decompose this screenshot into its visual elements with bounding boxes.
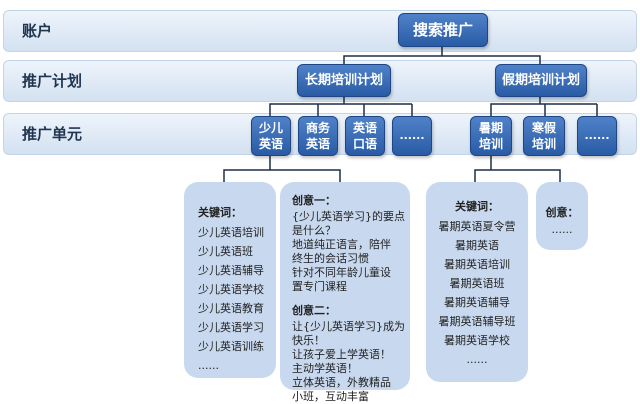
keyword-item: 少儿英语学习 — [198, 321, 264, 334]
unit-node-label: 少儿 英语 — [258, 121, 283, 151]
keyword-item: ...... — [198, 359, 219, 372]
keyword-item: 暑期英语辅导班 — [438, 315, 516, 328]
unit-node-children-english[interactable]: 少儿 英语 — [251, 116, 291, 156]
connector-summer-panels — [474, 156, 561, 182]
unit-node-spoken-english[interactable]: 英语 口语 — [345, 116, 385, 156]
unit-node-label: 暑期 培训 — [478, 121, 503, 151]
unit-node-label: 商务 英语 — [305, 121, 330, 151]
root-node-search-promotion[interactable]: 搜索推广 — [398, 13, 488, 47]
creative-title-2: 创意二： — [292, 304, 336, 317]
keyword-panel-summer-training: 关键词： 暑期英语夏令营 暑期英语 暑期英语培训 暑期英语班 暑期英语辅导 暑期… — [426, 182, 528, 382]
plan-node-holiday[interactable]: 假期培训计划 — [495, 64, 587, 97]
keyword-panel-title: 关键词： — [198, 206, 242, 219]
row-label-unit: 推广单元 — [22, 125, 83, 143]
creative-panel-children-english: 创意一： {少儿英语学习}的要点 是什么？ 地道纯正语言，陪伴 终生的会话习惯 … — [280, 182, 410, 403]
connector-root-plans — [343, 46, 541, 64]
keyword-item: 暑期英语夏令营 — [438, 220, 516, 233]
keyword-item: ...... — [466, 353, 488, 366]
creative-title-1: 创意一： — [292, 194, 336, 207]
connector-holiday-units — [490, 97, 598, 116]
creative-panel-summer-training: 创意： ...... — [536, 182, 588, 250]
unit-node-summer-training[interactable]: 暑期 培训 — [470, 116, 512, 156]
keyword-item: 暑期英语班 — [449, 277, 505, 290]
row-label-plan: 推广计划 — [22, 72, 83, 90]
creative-text-2: 让{少儿英语学习}成为 快乐！ 让孩子爱上学英语！ 主动学英语！ 立体英语，外教… — [292, 320, 405, 403]
unit-node-label: 英语 口语 — [352, 121, 377, 151]
keyword-item: 少儿英语辅导 — [198, 264, 264, 277]
keyword-item: 少儿英语训练 — [198, 340, 264, 353]
creative-text-1: {少儿英语学习}的要点 是什么？ 地道纯正语言，陪伴 终生的会话习惯 针对不同年… — [292, 210, 405, 293]
unit-node-more-long[interactable]: ...... — [392, 116, 432, 156]
keyword-panel-title: 关键词： — [455, 200, 499, 213]
keyword-panel-children-english: 关键词： 少儿英语培训 少儿英语班 少儿英语辅导 少儿英语学校 少儿英语教育 少… — [184, 182, 276, 378]
keyword-item: 暑期英语培训 — [444, 258, 510, 271]
connector-children-panels — [223, 156, 341, 182]
plan-node-label: 长期培训计划 — [304, 72, 383, 88]
keyword-item: 暑期英语 — [455, 239, 499, 252]
creative-title: 创意： — [545, 206, 579, 219]
unit-node-label: ...... — [584, 129, 610, 142]
row-band-account — [3, 10, 637, 52]
unit-node-business-english[interactable]: 商务 英语 — [298, 116, 338, 156]
creative-text: ...... — [551, 223, 573, 236]
keyword-item: 少儿英语教育 — [198, 302, 264, 315]
keyword-item: 少儿英语学校 — [198, 283, 264, 296]
keyword-item: 少儿英语培训 — [198, 226, 264, 239]
keyword-item: 暑期英语辅导 — [444, 296, 510, 309]
row-label-account: 账户 — [22, 22, 53, 40]
unit-node-winter-training[interactable]: 寒假 培训 — [523, 116, 565, 156]
keyword-item: 暑期英语学校 — [444, 334, 510, 347]
plan-node-long-term[interactable]: 长期培训计划 — [297, 64, 391, 97]
keyword-item: 少儿英语班 — [198, 245, 253, 258]
plan-node-label: 假期培训计划 — [501, 72, 580, 88]
unit-node-more-holiday[interactable]: ...... — [577, 116, 617, 156]
unit-node-label: ...... — [399, 129, 425, 142]
connector-long-units — [269, 97, 413, 116]
unit-node-label: 寒假 培训 — [531, 121, 556, 151]
root-node-label: 搜索推广 — [412, 21, 473, 39]
